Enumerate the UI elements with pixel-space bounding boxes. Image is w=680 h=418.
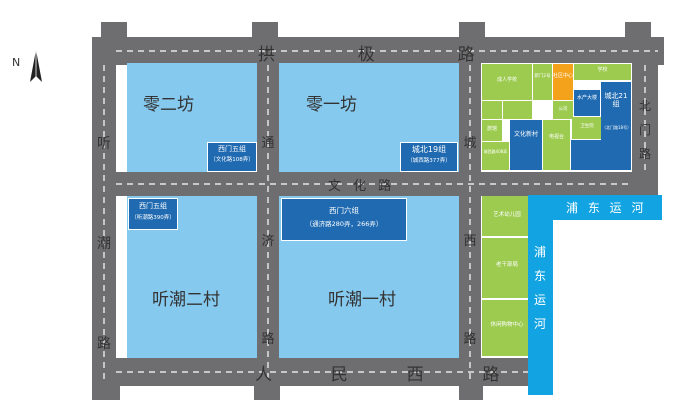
road-label-center: 通济路 <box>261 136 275 347</box>
road-stub-top-mid <box>252 22 278 40</box>
label-hospital: 卫生院 <box>580 124 594 129</box>
block-ne-green-mid <box>503 101 532 119</box>
block-tower: 水产大楼 <box>574 90 600 116</box>
block-inn: 旅馆 <box>482 120 502 141</box>
note-ximen6-address: （通济路280弄，266弄） <box>305 220 383 228</box>
road-stub-top-left <box>101 22 127 40</box>
block-chengxi-lane: 城西路408弄 <box>482 142 509 170</box>
canal-label-vertical: 浦东运河 <box>533 245 546 331</box>
label-chengxi-lane: 城西路408弄 <box>483 149 508 154</box>
label-shopping-center: 休闲购物中心 <box>490 322 524 328</box>
block-adult-school: 成人学校 <box>482 64 532 100</box>
label-inn: 旅馆 <box>486 126 497 132</box>
compass: N <box>12 50 44 90</box>
road-label-bottom: 人 民 西 路 <box>255 365 516 385</box>
label-chengbei21: 城北21组 <box>604 92 628 109</box>
label-tower: 水产大楼 <box>576 95 597 101</box>
area-tingchao-yicun: 听潮一村 <box>328 290 396 310</box>
block-chengbei21: 城北21组 （北门路18号） <box>601 82 631 149</box>
road-stub-bottom-mid <box>254 384 280 400</box>
area-lingerfang: 零二坊 <box>143 95 194 115</box>
label-school: 学校 <box>597 67 608 73</box>
label-art-kindergarten: 艺术幼儿园 <box>493 212 521 218</box>
note-chengbei19-address: （城西路377弄） <box>407 158 451 164</box>
north-label: N <box>12 56 21 69</box>
label-xinmen-village: 新门2号 <box>534 74 551 79</box>
note-ximen6-name: 西门六组 <box>329 206 359 215</box>
label-tv-station: 电视台 <box>548 134 564 140</box>
note-ximen5-top-address: （文化路108弄） <box>210 157 254 163</box>
canal-vertical <box>528 195 553 395</box>
note-chengbei19-name: 城北19组 <box>411 145 447 154</box>
block-school: 学校 <box>574 64 631 80</box>
note-ximen5-top-name: 西门五组 <box>218 145 246 153</box>
road-label-top: 拱 极 路 <box>258 45 499 65</box>
label-wenhua-xincun: 文化新村 <box>513 131 538 138</box>
label-company: 公司 <box>558 107 568 112</box>
label-community-center: 社区中心 <box>553 73 574 79</box>
label-adult-school: 成人学校 <box>496 77 517 83</box>
block-xinmen-village: 新门2号 <box>533 64 552 100</box>
road-label-right: 城西路 <box>463 136 477 347</box>
canal-label-horizontal: 浦 东 运 河 <box>566 201 647 215</box>
label-elderly-home: 老干部局 <box>495 262 518 268</box>
road-stub-bottom-right <box>459 384 483 400</box>
block-shopping-center: 休闲购物中心 <box>482 300 532 356</box>
block-elderly-home: 老干部局 <box>482 238 532 298</box>
block-ne-bottom-right <box>571 140 631 170</box>
road-label-far-right: 北门路 <box>638 99 651 161</box>
road-stub-bottom-left <box>92 384 120 400</box>
block-community-center: 社区中心 <box>553 64 573 100</box>
block-hospital: 卫生院 <box>572 117 602 139</box>
block-ne-green-small <box>482 101 502 119</box>
block-company: 公司 <box>553 101 573 119</box>
area-lingyifang: 零一坊 <box>306 95 357 115</box>
block-art-kindergarten: 艺术幼儿园 <box>482 196 532 236</box>
note-ximen5-bottom: 西门五组 （听潮路390弄） <box>128 198 178 230</box>
label-chengbei21-sub: （北门路18号） <box>602 125 632 130</box>
note-ximen6: 西门六组 （通济路280弄，266弄） <box>281 198 407 241</box>
note-ximen5-bottom-name: 西门五组 <box>139 202 167 210</box>
area-tingchao-ercun: 听潮二村 <box>152 290 220 310</box>
note-ximen5-bottom-address: （听潮路390弄） <box>131 215 175 221</box>
road-stub-top-far <box>625 22 651 40</box>
road-label-middle: 文 化 路 <box>328 179 396 194</box>
block-wenhua-xincun: 文化新村 <box>510 120 542 170</box>
road-label-left: 听潮路 <box>97 136 111 352</box>
north-arrow-icon <box>30 50 42 82</box>
road-stub-top-right <box>459 22 485 40</box>
note-ximen5-top: 西门五组 （文化路108弄） <box>207 142 257 172</box>
block-tv-station: 电视台 <box>543 120 570 170</box>
note-chengbei19: 城北19组 （城西路377弄） <box>400 142 458 172</box>
